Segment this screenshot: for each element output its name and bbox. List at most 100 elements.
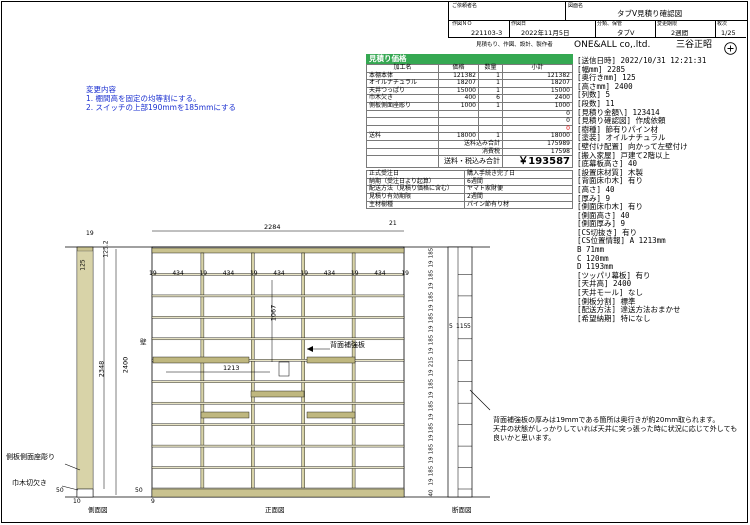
dim-bottom-9: 9 bbox=[151, 498, 155, 505]
side-carve-label: 側板側面座彫り bbox=[6, 453, 55, 461]
spec-line: [背面床巾木] 有り bbox=[577, 176, 644, 186]
shelf-board bbox=[151, 401, 405, 405]
spec-line: [見積り金額\] 123414 bbox=[577, 107, 660, 117]
dim-height-2348: 2348 bbox=[97, 360, 106, 378]
shelf-dim: 19 bbox=[428, 434, 434, 442]
back-reinforce-label: 背面補強板 bbox=[330, 341, 365, 349]
spec-line: [天井モール] なし bbox=[577, 288, 644, 298]
col-dim: 19 bbox=[350, 270, 359, 277]
spec-line: [搬入家屋] 戸建て2階以上 bbox=[577, 150, 671, 160]
shelf-dim: 19 bbox=[428, 260, 434, 268]
shelf-board bbox=[151, 444, 405, 448]
dim-side-10: 10 bbox=[73, 498, 81, 505]
baseboard-leader bbox=[61, 485, 79, 491]
person-name: 三谷正昭 bbox=[676, 40, 713, 50]
grand-total-row: 送料・税込み合計￥193587 bbox=[366, 155, 573, 169]
shelf-dim: 19 bbox=[428, 369, 434, 377]
front-view-label: 正面図 bbox=[265, 506, 285, 514]
drawing-name: タブV見積り確認図 bbox=[617, 9, 683, 18]
shelf-board bbox=[151, 294, 405, 298]
customer-label: ご依頼者名 bbox=[452, 3, 478, 9]
shelf-dim: 215 bbox=[428, 356, 434, 368]
dim-section-5b: 5 bbox=[467, 323, 471, 330]
dim-top-21: 21 bbox=[389, 220, 397, 227]
spec-line: [底幕板高さ] 40 bbox=[577, 159, 638, 169]
shelf-dim: 185 bbox=[428, 247, 434, 259]
divider-panel bbox=[351, 252, 356, 498]
spec-line: B 71mm bbox=[577, 245, 605, 255]
category-label: 分類、保管 bbox=[597, 21, 623, 27]
grand-total-value: ￥193587 bbox=[502, 155, 573, 169]
shelf-dim: 19 bbox=[428, 347, 434, 355]
period-label: 変更期限 bbox=[657, 21, 678, 27]
back-reinforce-board bbox=[152, 356, 250, 364]
order-info-table: 正式受注日購入手続き完了日 納期（受注日より起算）6週間 配送方法（見積り価格に… bbox=[366, 170, 573, 210]
divider-panel bbox=[200, 252, 205, 498]
spec-line: [幅mm] 2285 bbox=[577, 64, 626, 74]
wall-label: 壁 bbox=[140, 338, 147, 346]
dim-side-125: 125 bbox=[79, 259, 87, 271]
change-note-1: 1. 棚間高を固定の均等割にする。 bbox=[86, 94, 201, 103]
top-fascia bbox=[151, 247, 405, 254]
spec-line: [側面高さ] 40 bbox=[577, 210, 630, 220]
side-carve-leader bbox=[64, 463, 81, 471]
shelf-dim: 19 bbox=[428, 304, 434, 312]
side-baseboard-cut bbox=[76, 488, 94, 498]
sheet-number: 1/25 bbox=[721, 29, 736, 37]
col-dim: 19 bbox=[149, 270, 157, 277]
spec-line: [ツッパリ幕板] 有り bbox=[577, 270, 651, 280]
info-value: パイン節有り材 bbox=[464, 200, 573, 210]
date-label: 作図日 bbox=[511, 21, 527, 27]
shelf-board bbox=[151, 273, 405, 276]
spec-line: C 120mm bbox=[577, 253, 609, 263]
spec-line: [樹種] 節有りパイン材 bbox=[577, 124, 659, 134]
back-reinforce-board bbox=[306, 411, 356, 419]
spec-line: [厚み] 9 bbox=[577, 193, 611, 203]
spec-line: [壁付け配置] 向かって左壁付け bbox=[577, 141, 688, 151]
change-note-2: 2. スイッチの上部190mmを185mmにする bbox=[86, 103, 236, 112]
shelf-dim: 185 bbox=[428, 313, 434, 324]
spec-line: [塗装] オイルナチュラル bbox=[577, 133, 666, 143]
divider-panel bbox=[301, 252, 305, 498]
col-dim: 434 bbox=[172, 270, 184, 277]
side-view-inner bbox=[76, 250, 94, 490]
spec-list: [送信日時] 2022/10/31 12:21:31[幅mm] 2285[奥行き… bbox=[577, 56, 745, 323]
spec-line: [送信日時] 2022/10/31 12:21:31 bbox=[577, 56, 707, 65]
spec-line: [見積り確認図] 作成依頼 bbox=[577, 116, 666, 126]
spec-line: [側板分割] 標準 bbox=[577, 296, 636, 306]
title-vline-3 bbox=[655, 20, 656, 38]
shelf-dim: 19 bbox=[428, 282, 434, 290]
section-view-label: 断面図 bbox=[452, 506, 472, 514]
spec-line: [天井高] 2400 bbox=[577, 279, 632, 289]
section-shelf-grid bbox=[458, 274, 472, 490]
change-notes: 変更内容 1. 棚間高を固定の均等割にする。 2. スイッチの上部190mmを1… bbox=[86, 85, 236, 112]
spec-line: [側面床巾木] 有り bbox=[577, 202, 644, 212]
shelf-dim: 19 bbox=[428, 391, 434, 399]
company-name: ONE&ALL co,.ltd. bbox=[574, 40, 651, 50]
shelf-dim: 19 bbox=[428, 478, 434, 486]
spec-line: [希望納期] 特になし bbox=[577, 313, 651, 323]
back-reinforce-board bbox=[306, 356, 356, 364]
dim-bottom-50: 50 bbox=[135, 487, 143, 494]
category: タブV bbox=[617, 29, 635, 37]
back-reinforce-board bbox=[200, 411, 250, 419]
shelf-board bbox=[151, 380, 405, 383]
sheet-label: 枚次 bbox=[717, 21, 728, 27]
column-dims-row: 19 434 19 434 19 434 19 434 19 434 19 bbox=[149, 271, 409, 279]
brand-logo bbox=[724, 40, 737, 55]
base-board bbox=[151, 488, 405, 498]
spec-line: [奥行きmm] 125 bbox=[577, 73, 636, 83]
staff-label: 見積もり、作図、設計、製作者 bbox=[476, 42, 553, 48]
note-leader bbox=[469, 389, 491, 411]
title-vline-4 bbox=[715, 20, 716, 38]
col-dim: 19 bbox=[300, 270, 309, 277]
dim-bottom-50-side: 50 bbox=[56, 487, 64, 494]
shelf-board bbox=[151, 466, 405, 469]
spec-line: [設置床材質] 木製 bbox=[577, 167, 644, 177]
spec-line: [段数] 11 bbox=[577, 98, 615, 108]
